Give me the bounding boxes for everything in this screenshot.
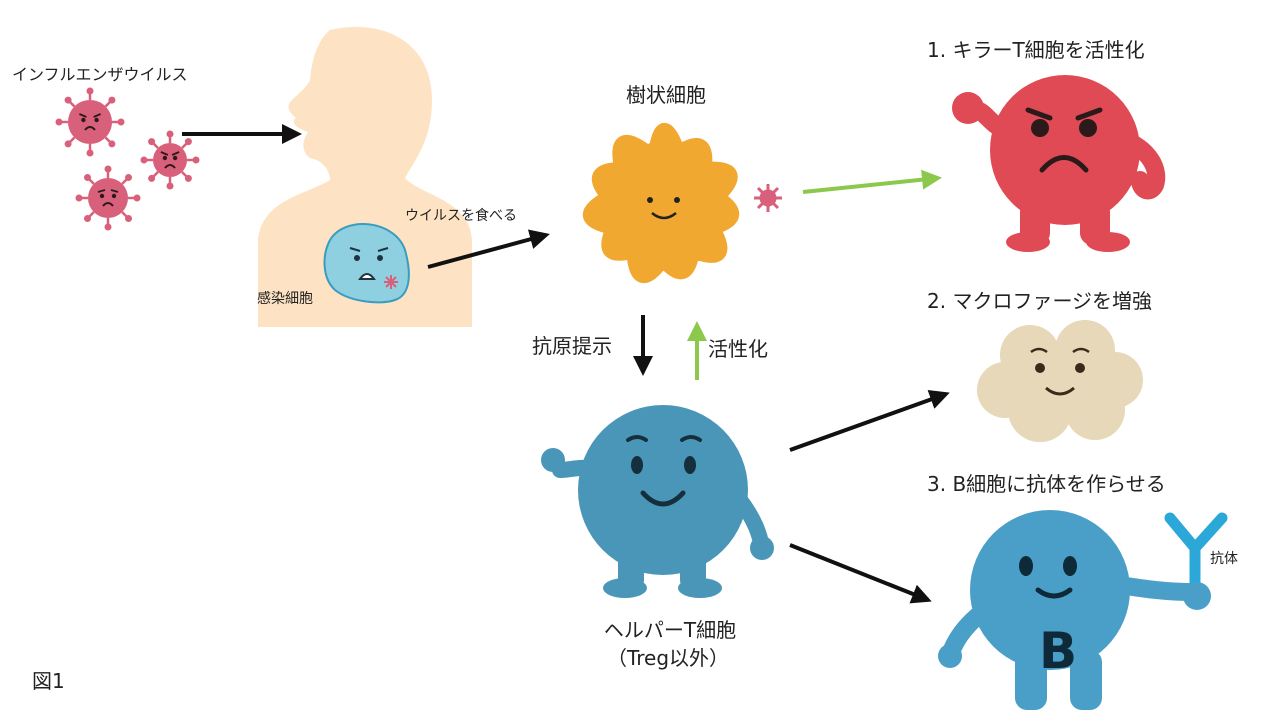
virus-icon xyxy=(140,130,200,190)
figure-label: 図1 xyxy=(32,669,65,693)
virus-icon xyxy=(384,275,398,289)
virus-icon xyxy=(754,184,782,212)
antigen-presentation-label: 抗原提示 xyxy=(532,334,612,358)
infected-cell xyxy=(323,223,410,304)
antibody-icon xyxy=(1164,512,1228,594)
arrow-b-cell xyxy=(789,543,932,604)
b-cell: B xyxy=(938,510,1199,710)
eat-virus-label: ウイルスを食べる xyxy=(405,207,517,224)
effect2-label: 2. マクロファージを増強 xyxy=(927,289,1152,313)
helper-t-cell xyxy=(541,405,774,598)
b-letter: B xyxy=(1039,622,1077,680)
dendritic-cell xyxy=(582,122,740,283)
helper-t-label: ヘルパーT細胞 xyxy=(604,618,736,642)
virus-icon xyxy=(55,87,125,157)
arrow-macrophage xyxy=(789,389,950,452)
activation-label: 活性化 xyxy=(708,337,768,361)
b-cell-hand xyxy=(1183,582,1211,610)
antibody-label: 抗体 xyxy=(1210,551,1238,567)
human-body-silhouette xyxy=(258,26,472,327)
infected-cell-label: 感染細胞 xyxy=(257,290,313,307)
macrophage-cell xyxy=(977,320,1143,442)
killer-t-cell xyxy=(952,75,1166,252)
dendritic-cell-label: 樹状細胞 xyxy=(626,83,706,107)
influenza-label: インフルエンザウイルス xyxy=(12,65,188,84)
effect1-label: 1. キラーT細胞を活性化 xyxy=(927,38,1145,62)
helper-t-sublabel: （Treg以外） xyxy=(607,646,729,670)
effect3-label: 3. B細胞に抗体を作らせる xyxy=(927,472,1166,496)
arrow-activate-killer-t xyxy=(802,169,942,194)
arrow-eat-virus xyxy=(427,229,550,269)
virus-icon xyxy=(75,165,141,231)
